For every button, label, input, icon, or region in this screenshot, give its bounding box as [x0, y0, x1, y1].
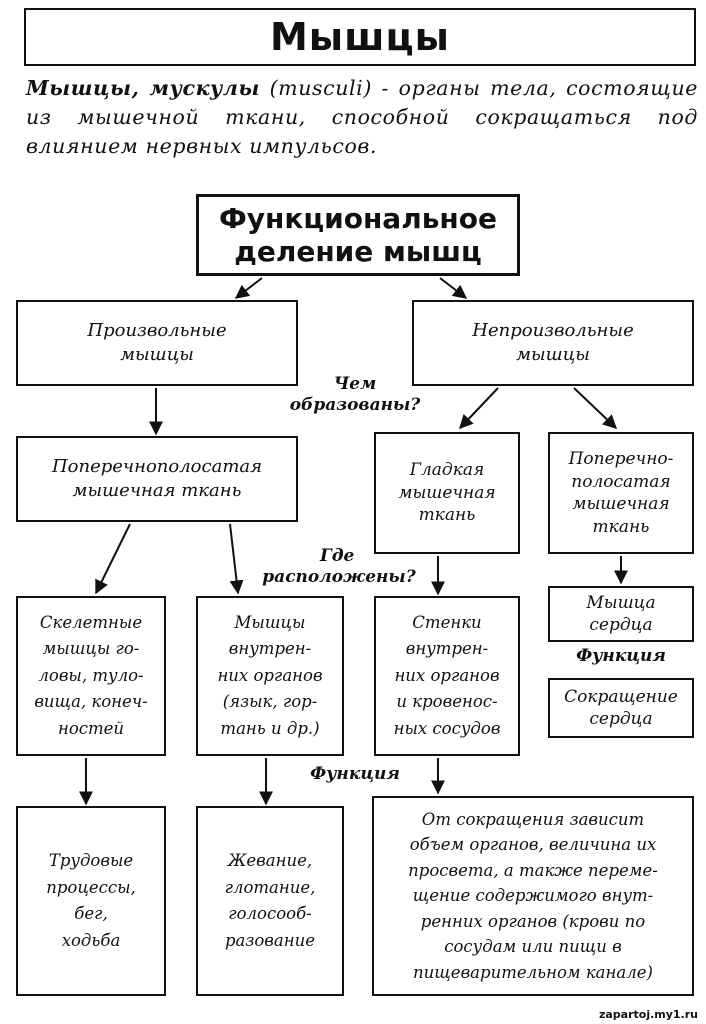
arrow-striated-internal — [229, 523, 244, 595]
arrow-involuntary-smooth — [459, 387, 499, 430]
definition-body: (musculi) - органы тела, состоящие из мы… — [26, 76, 698, 158]
label-function-heart: Функция — [576, 646, 666, 666]
chewing-box: Жевание,глотание,голосооб-разование — [196, 806, 344, 996]
arrow-involuntary-cardiac — [573, 387, 618, 429]
page-title: Мышцы — [24, 8, 696, 66]
arrow-root-voluntary — [234, 277, 263, 299]
watermark: zapartoj.my1.ru — [598, 1008, 698, 1021]
arrow-striated-skeletal — [95, 523, 131, 595]
definition-text: Мышцы, мускулы (musculi) - органы тела, … — [26, 74, 698, 161]
arrow-root-involuntary — [439, 277, 468, 299]
definition-term: Мышцы, мускулы — [26, 76, 260, 100]
label-function: Функция — [310, 764, 400, 784]
